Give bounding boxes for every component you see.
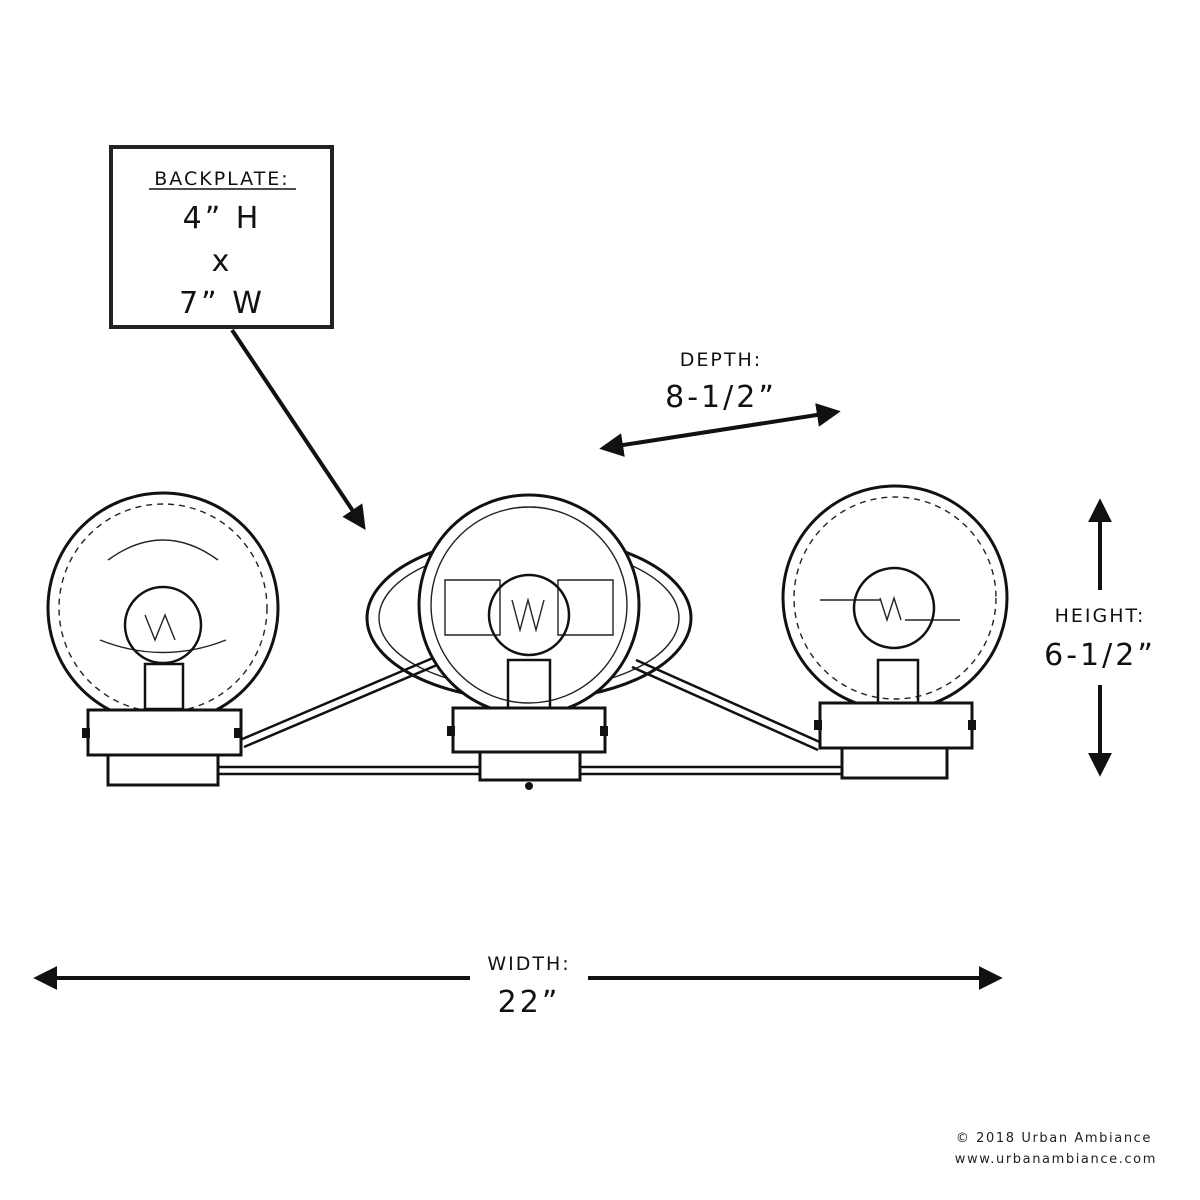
backplate-label: BACKPLATE: bbox=[154, 168, 289, 190]
center-globe bbox=[417, 493, 641, 790]
width-dimension: WIDTH: 22” bbox=[33, 953, 1003, 1020]
depth-arrow bbox=[599, 403, 841, 457]
width-value: 22” bbox=[498, 985, 561, 1020]
depth-value: 8-1/2” bbox=[665, 380, 777, 415]
backplate-width-value: 7” W bbox=[179, 286, 265, 321]
width-label: WIDTH: bbox=[487, 953, 570, 975]
backplate-height-value: 4” H bbox=[183, 201, 262, 236]
height-label: HEIGHT: bbox=[1055, 605, 1146, 627]
backplate-pointer-arrow bbox=[230, 328, 366, 530]
right-globe bbox=[781, 484, 1009, 780]
left-globe bbox=[46, 491, 280, 787]
vanity-light-fixture-illustration bbox=[46, 484, 1009, 790]
depth-label: DEPTH: bbox=[680, 349, 762, 371]
height-value: 6-1/2” bbox=[1044, 638, 1156, 673]
backplate-callout: BACKPLATE: 4” H x 7” W bbox=[109, 145, 366, 530]
height-dimension: HEIGHT: 6-1/2” bbox=[1044, 498, 1156, 777]
copyright-text: © 2018 Urban Ambiance bbox=[956, 1131, 1152, 1146]
backplate-separator: x bbox=[212, 244, 233, 279]
depth-dimension: DEPTH: 8-1/2” bbox=[599, 349, 841, 457]
website-text: www.urbanambiance.com bbox=[955, 1152, 1157, 1167]
backplate-box bbox=[109, 145, 334, 329]
